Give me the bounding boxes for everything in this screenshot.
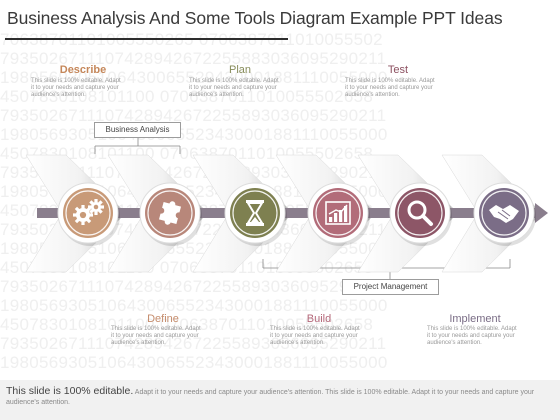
step-description-plan: This slide is 100% editable. Adapt it to… [189,78,279,98]
step-label-implement: Implement [449,313,501,325]
title-underline [5,38,288,40]
step-label-describe: Describe [59,64,107,76]
page-title: Business Analysis And Some Tools Diagram… [7,8,503,28]
step-description-test: This slide is 100% editable. Adapt it to… [345,78,435,98]
footer-lead: This slide is 100% editable. [6,385,134,397]
hourglass-icon [224,182,287,246]
business-analysis-bracket [94,138,181,154]
bar-chart-icon [307,182,370,246]
footer-text: This slide is 100% editable. Adapt it to… [6,386,554,408]
puzzle-icon [139,182,202,246]
gears-icon [57,182,120,246]
process-arrow [37,203,548,223]
step-label-define: Define [147,313,179,325]
footer-body: Adapt it to your needs and capture your … [6,389,535,406]
project-management-box: Project Management [342,279,439,295]
step-label-plan: Plan [228,64,252,76]
step-description-build: This slide is 100% editable. Adapt it to… [270,326,360,346]
magnifier-icon [389,182,452,246]
footer-bar [0,380,560,420]
step-description-define: This slide is 100% editable. Adapt it to… [111,326,201,346]
step-label-test: Test [387,64,409,76]
step-description-describe: This slide is 100% editable. Adapt it to… [31,78,121,98]
business-analysis-box: Business Analysis [94,122,181,138]
step-description-implement: This slide is 100% editable. Adapt it to… [427,326,517,346]
handshake-icon [473,182,536,246]
step-label-build: Build [306,313,332,325]
